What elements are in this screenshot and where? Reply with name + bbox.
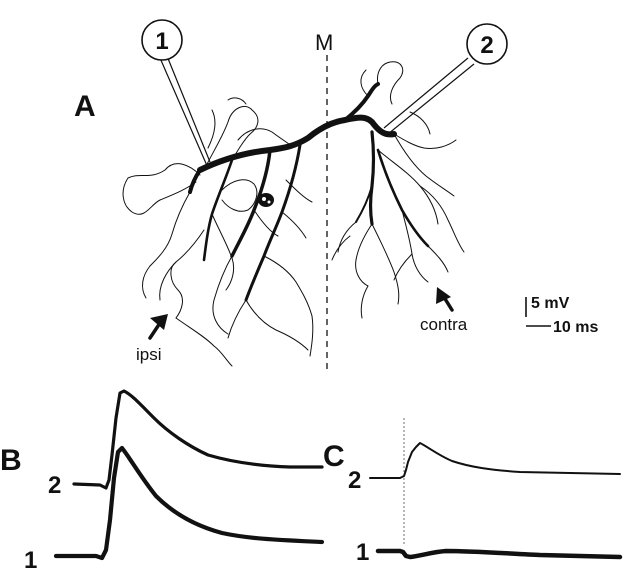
panel-a-label: A — [74, 90, 96, 123]
panel-b-trace-2 — [74, 391, 322, 488]
panel-a: A M — [74, 20, 598, 372]
panel-b-trace-2-label: 2 — [48, 472, 61, 499]
scale-bar-time-label: 10 ms — [553, 319, 598, 336]
panel-b-label: B — [0, 444, 22, 477]
panel-b-trace-1 — [56, 448, 322, 558]
electrode-2-label: 2 — [480, 32, 493, 59]
midline-label: M — [315, 30, 333, 55]
ipsi-arrow — [150, 314, 168, 338]
contra-arrow — [436, 287, 452, 310]
scale-bar-voltage-label: 5 mV — [531, 295, 570, 312]
panel-c-label: C — [323, 440, 345, 473]
panel-c-trace-2 — [370, 443, 620, 478]
contra-label: contra — [420, 315, 468, 334]
neuron-soma — [258, 193, 274, 207]
panel-c-trace-1-label: 1 — [356, 539, 369, 566]
electrode-1-label: 1 — [155, 28, 168, 55]
panel-c: C 2 1 — [323, 418, 620, 566]
panel-b-trace-1-label: 1 — [24, 547, 37, 572]
panel-c-trace-2-label: 2 — [348, 467, 361, 494]
panel-b: B 2 1 — [0, 391, 322, 572]
panel-c-trace-1 — [378, 551, 620, 557]
neuron-fine-arbor — [123, 62, 464, 366]
electrode-1: 1 — [142, 20, 210, 168]
ipsi-label: ipsi — [136, 345, 162, 364]
electrode-2: 2 — [384, 24, 507, 134]
